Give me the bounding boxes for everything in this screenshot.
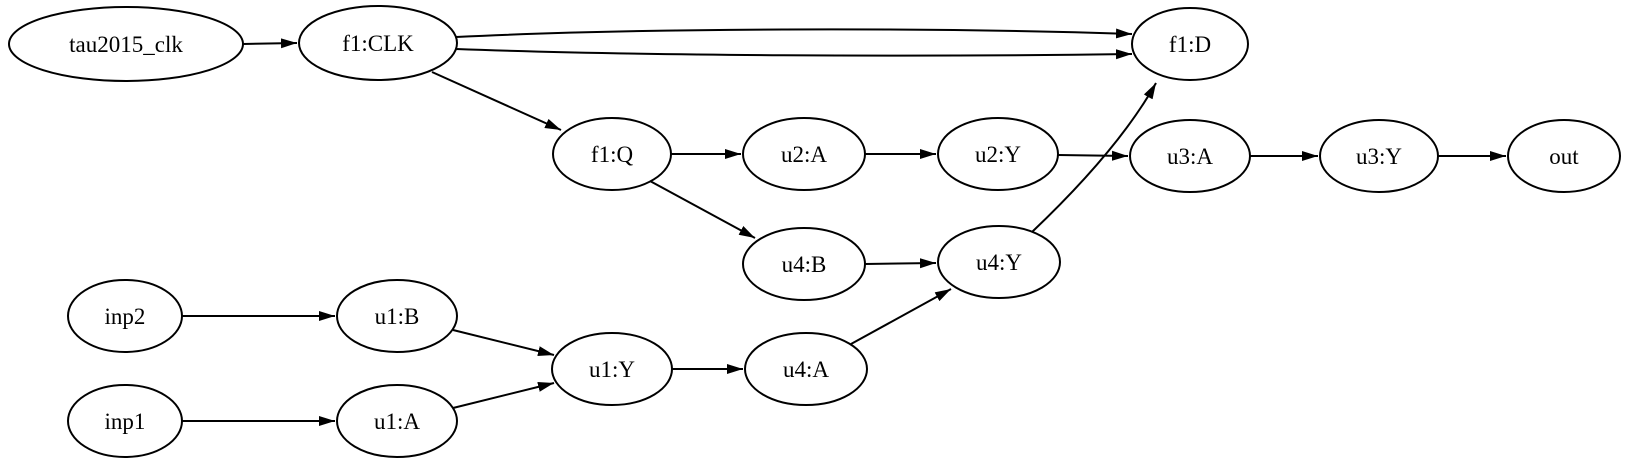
node-label-u3-y: u3:Y [1356, 144, 1402, 169]
edge-u4-b-to-u4-y [864, 258, 937, 269]
node-u2-y: u2:Y [937, 117, 1059, 191]
edge-u4-y-to-f1-d [1031, 82, 1157, 233]
edge-u1-b-to-u1-y [452, 329, 555, 357]
node-u3-y: u3:Y [1319, 119, 1439, 193]
node-label-u1-b: u1:B [375, 304, 420, 329]
node-label-inp1: inp1 [105, 409, 146, 434]
node-label-f1-d: f1:D [1169, 32, 1211, 57]
edge-u1-a-to-u1-y [452, 381, 555, 409]
node-tau2015-clk: tau2015_clk [8, 6, 244, 82]
node-ellipse-u1-b [336, 279, 458, 353]
node-label-u4-y: u4:Y [976, 250, 1022, 275]
node-ellipse-u3-a [1129, 119, 1251, 193]
node-ellipse-f1-d [1131, 7, 1249, 81]
edge-u2-y-to-u3-a [1057, 150, 1129, 161]
node-u1-y: u1:Y [551, 332, 673, 406]
node-ellipse-u2-a [742, 117, 866, 191]
edge-tau2015-clk-to-f1-clk [242, 38, 298, 49]
edge-f1-clk-to-f1-d [455, 48, 1133, 60]
node-u4-y: u4:Y [937, 225, 1061, 299]
node-ellipse-u3-y [1319, 119, 1439, 193]
node-f1-d: f1:D [1131, 7, 1249, 81]
node-ellipse-u4-y [937, 225, 1061, 299]
node-ellipse-u2-y [937, 117, 1059, 191]
nodes-layer: tau2015_clk f1:CLK f1:D f1:Q u2:A u2:Y u3:A u3:… [8, 5, 1621, 458]
node-label-u3-a: u3:A [1167, 144, 1213, 169]
node-ellipse-tau2015-clk [8, 6, 244, 82]
node-label-f1-clk: f1:CLK [342, 31, 414, 56]
node-ellipse-u4-b [742, 227, 866, 301]
node-label-tau2015-clk: tau2015_clk [69, 32, 183, 57]
node-ellipse-u1-y [551, 332, 673, 406]
node-ellipse-f1-clk [298, 5, 458, 81]
node-u1-b: u1:B [336, 279, 458, 353]
node-u4-b: u4:B [742, 227, 866, 301]
node-out: out [1507, 119, 1621, 193]
node-f1-q: f1:Q [552, 117, 672, 191]
edge-f1-q-to-u4-b [649, 180, 756, 239]
node-u2-a: u2:A [742, 117, 866, 191]
node-label-inp2: inp2 [105, 304, 146, 329]
edge-u4-a-to-u4-y [850, 288, 952, 345]
node-inp1: inp1 [67, 384, 183, 458]
node-label-out: out [1549, 144, 1579, 169]
node-label-u2-y: u2:Y [975, 142, 1021, 167]
node-u4-a: u4:A [744, 332, 868, 406]
node-ellipse-u4-a [744, 332, 868, 406]
node-label-u4-b: u4:B [782, 252, 827, 277]
node-ellipse-inp1 [67, 384, 183, 458]
node-u3-a: u3:A [1129, 119, 1251, 193]
node-ellipse-out [1507, 119, 1621, 193]
edge-f1-clk-to-f1-d [455, 28, 1133, 39]
edge-f1-clk-to-f1-q [431, 71, 562, 131]
node-u1-a: u1:A [336, 384, 458, 458]
node-ellipse-u1-a [336, 384, 458, 458]
edges-layer [182, 28, 1506, 426]
node-label-u1-a: u1:A [374, 409, 420, 434]
node-label-u1-y: u1:Y [589, 357, 635, 382]
node-label-f1-q: f1:Q [591, 142, 634, 167]
node-label-u4-a: u4:A [783, 357, 829, 382]
node-label-u2-a: u2:A [781, 142, 827, 167]
node-ellipse-f1-q [552, 117, 672, 191]
node-f1-clk: f1:CLK [298, 5, 458, 81]
node-inp2: inp2 [67, 279, 183, 353]
node-ellipse-inp2 [67, 279, 183, 353]
